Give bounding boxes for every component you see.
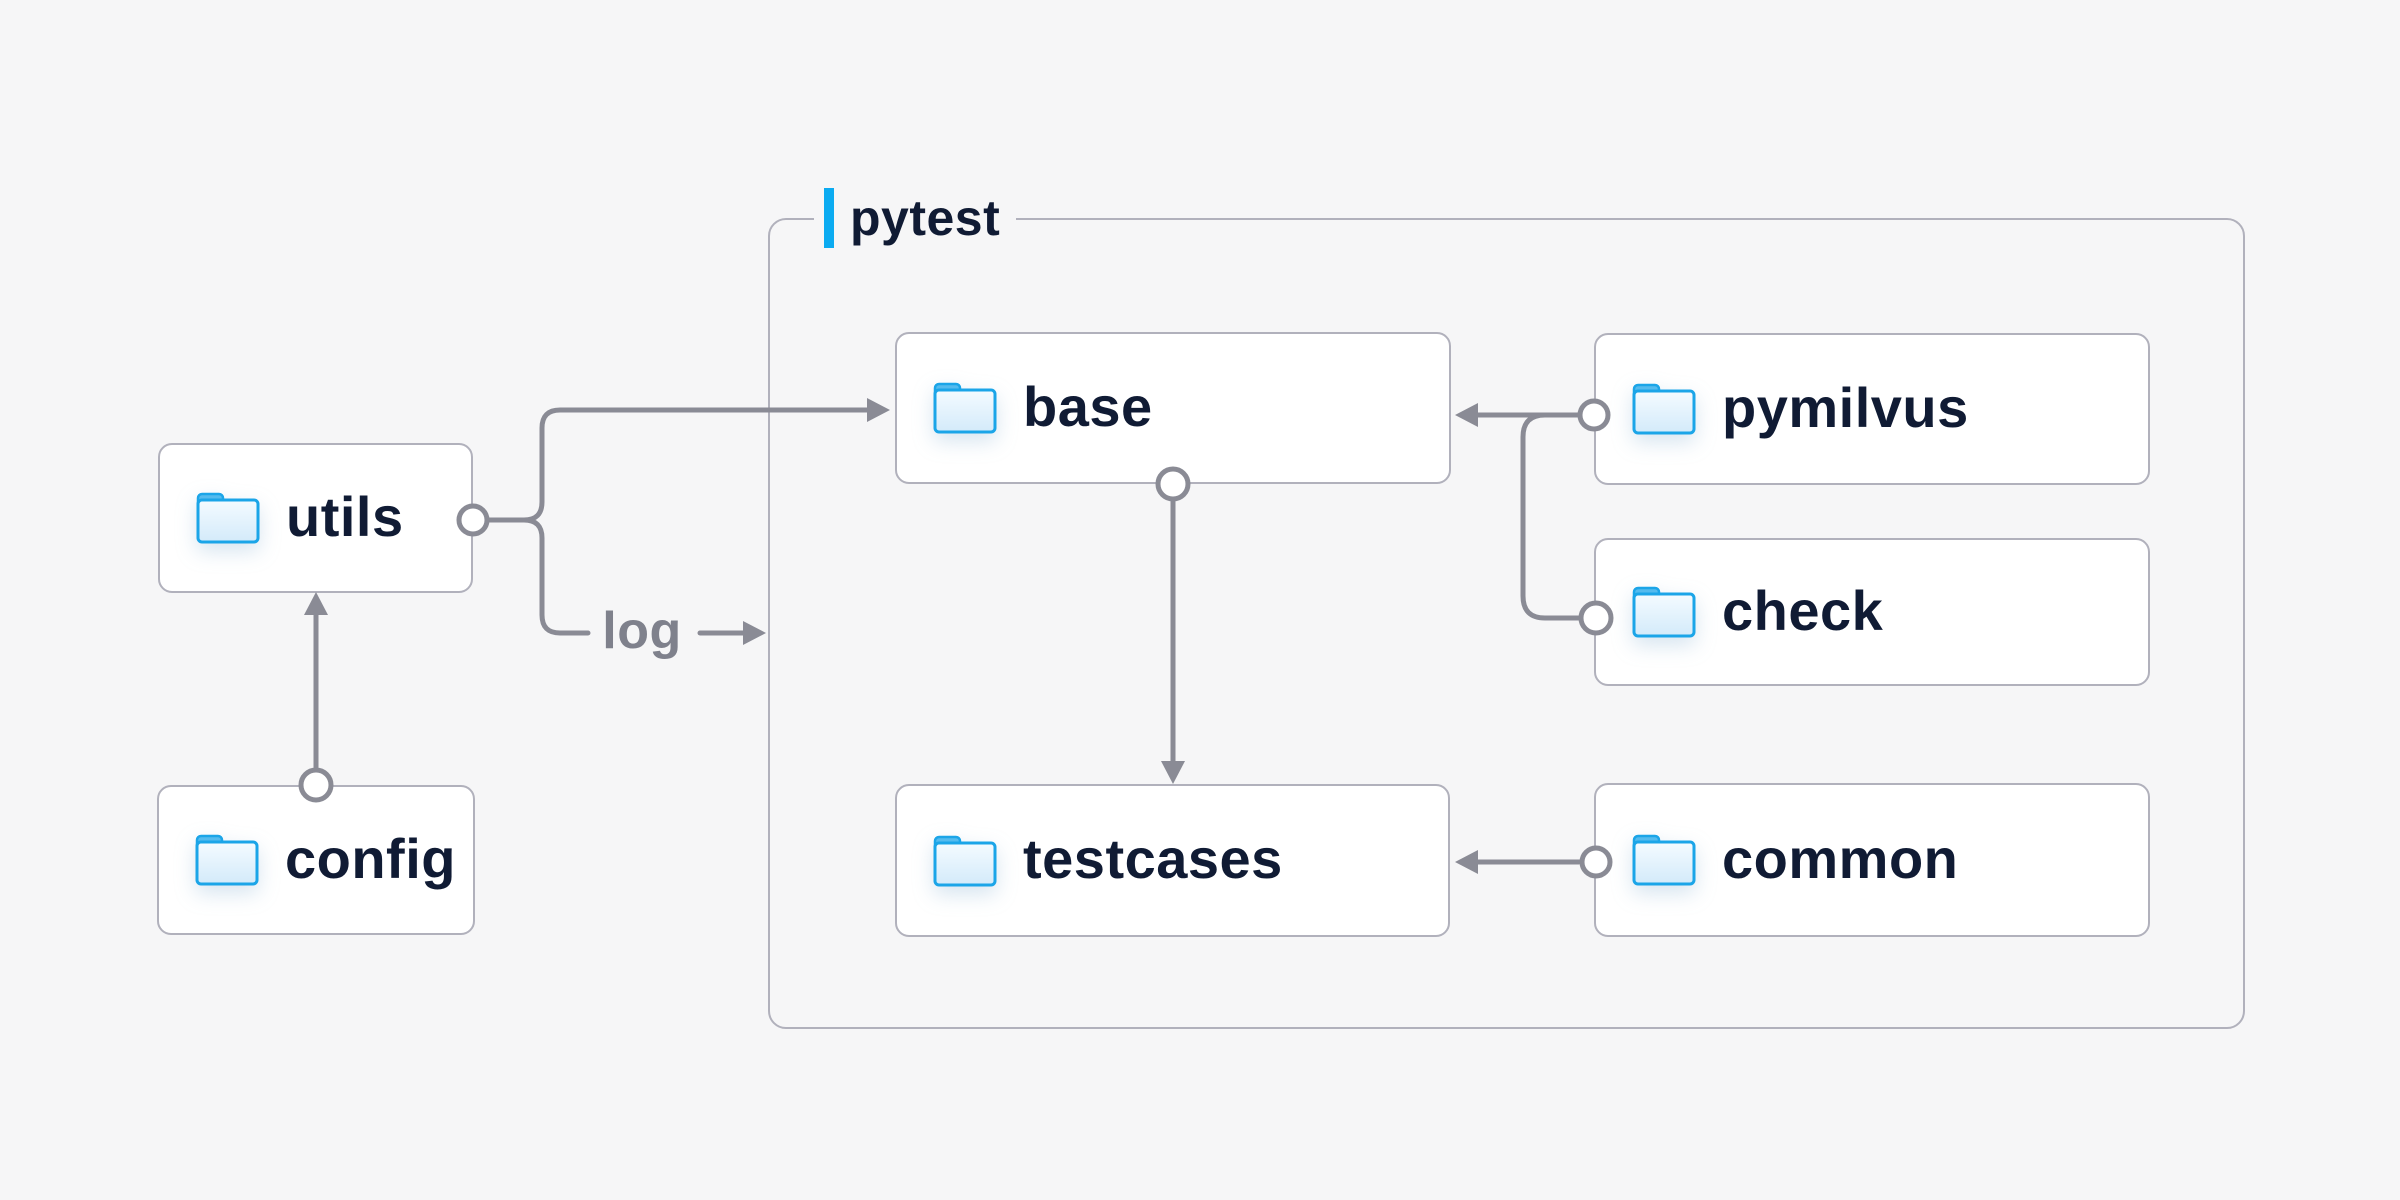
node-label: testcases: [1023, 827, 1283, 890]
node-label: check: [1722, 578, 1884, 642]
folder-icon: [195, 834, 259, 886]
node-common: common: [1594, 783, 2150, 937]
group-title: pytest: [850, 190, 1001, 246]
edge-label-log: log: [602, 602, 682, 660]
folder-icon: [1632, 383, 1696, 435]
node-label: base: [1023, 374, 1153, 438]
node-pymilvus: pymilvus: [1594, 333, 2150, 485]
node-utils: utils: [158, 443, 473, 593]
node-label: pymilvus: [1722, 375, 1969, 439]
arrowhead-up-icon: [304, 592, 328, 615]
folder-icon: [933, 382, 997, 434]
pytest-group-container: pytest: [768, 187, 2245, 1029]
node-label: utils: [286, 484, 404, 548]
node-base: base: [895, 332, 1451, 484]
accent-bar-icon: [824, 188, 834, 248]
edge-utils-log: [521, 517, 591, 636]
folder-icon: [196, 492, 260, 544]
pytest-group-label: pytest: [814, 187, 1017, 249]
arrowhead-right-icon: [743, 621, 766, 645]
node-testcases: testcases: [895, 784, 1450, 937]
folder-icon: [933, 835, 997, 886]
folder-icon: [1632, 586, 1696, 638]
node-label: config: [285, 826, 456, 890]
node-label: common: [1722, 826, 1959, 890]
node-check: check: [1594, 538, 2150, 686]
node-config: config: [157, 785, 475, 935]
folder-icon: [1632, 834, 1696, 886]
